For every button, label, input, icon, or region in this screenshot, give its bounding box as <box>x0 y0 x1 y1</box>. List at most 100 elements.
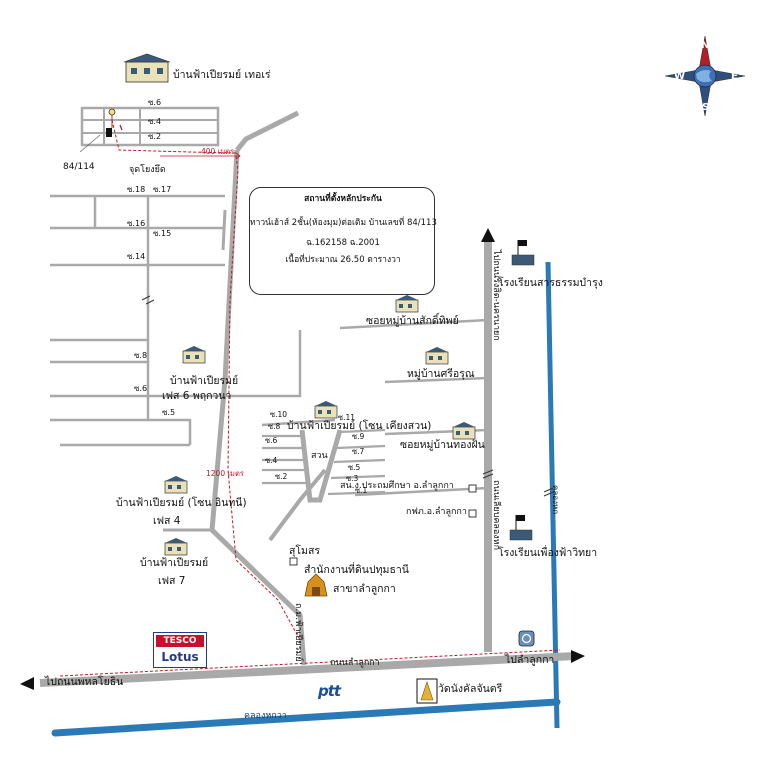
canal-bottom <box>51 698 561 737</box>
soi-label: ซ.6 <box>134 384 148 393</box>
soi-label: ซ.14 <box>127 252 146 261</box>
main-road-lamlukka <box>39 652 576 687</box>
phase-green-label: บ้านฟ้าเปียรมย์ (โซน เคียงสวน) <box>287 420 432 432</box>
lotus-logo-text: Lotus <box>161 650 199 664</box>
soi-label: ซ.9 <box>352 432 365 441</box>
house-number-label: 84/114 <box>63 162 95 172</box>
arrow-north <box>481 228 495 242</box>
road-lamlukka-label: ถนนลำลูกกา <box>330 658 380 668</box>
route-path <box>59 119 561 677</box>
temple-label: วัดนังคัลจันตรี <box>438 683 503 695</box>
house-icon <box>164 538 188 556</box>
compass-s: S <box>702 102 710 113</box>
soi-label: ซ.6 <box>265 436 278 445</box>
house-icon <box>123 53 171 83</box>
info-line-1: ทาวน์เฮ้าส์ 2ชั้น(ห้องมุม)ต่อเติม บ้านเล… <box>250 218 437 228</box>
terrace-grid <box>80 106 220 147</box>
to-phahonyothin-label: ไปถนนพหลโยธิน <box>45 676 124 688</box>
school-flag-icon <box>509 515 533 541</box>
soi-label: ซ.3 <box>346 474 359 483</box>
soi-label: ซ.16 <box>127 219 146 228</box>
village-sri-label: หมู่บ้านศรีอรุณ <box>407 368 475 380</box>
soi-label: ซ.4 <box>148 117 162 126</box>
phase4-label-line2: เฟส 4 <box>153 515 181 527</box>
road-fahpiarom-label: ถ.ม.ฟ้าเปียรมย์ <box>293 603 303 662</box>
location-marker <box>106 128 112 137</box>
school-icons <box>509 240 535 541</box>
soi-label: ซ.5 <box>162 408 176 417</box>
house-icon <box>164 476 188 494</box>
info-title: สถานที่ตั้งหลักประกัน <box>304 194 382 204</box>
soi-label: ซ.1 <box>355 486 368 495</box>
phase6-label-line1: บ้านฟ้าเปียรมย์ <box>170 375 239 387</box>
soi-label: ซ.15 <box>153 229 172 238</box>
info-line-2: ฉ.162158 ฉ.2001 <box>306 238 380 248</box>
canal-vertical-label: คลองหก <box>551 485 560 515</box>
house-icon <box>314 401 338 419</box>
house-icon <box>452 422 476 440</box>
soi-label: ซ.7 <box>352 447 365 456</box>
phase4-label-line1: บ้านฟ้าเปียรมย์ (โซน อินทนี) <box>116 497 247 509</box>
meeting-point-label: จุดโยงยึด <box>129 165 166 175</box>
break-mark-canal <box>543 487 554 497</box>
road-arrows <box>20 228 585 690</box>
phase6-label-line2: เฟส 6 พฤกวนา <box>162 390 232 402</box>
pin-icon <box>108 108 116 116</box>
village-thongfun-label: ซอยหมู่บ้านทองฝัน <box>400 439 485 451</box>
office-icon <box>468 484 477 493</box>
collateral-info-box: สถานที่ตั้งหลักประกัน ทาวน์เฮ้าส์ 2ชั้น(… <box>249 187 437 295</box>
soi-label: ซ.17 <box>153 185 172 194</box>
compass-icon <box>664 35 746 117</box>
road-west-spine <box>221 209 227 251</box>
soi-label: ซ.10 <box>270 410 288 419</box>
education-office-label: สน.ง.ประถมศึกษา อ.ลำลูกกา <box>340 481 454 491</box>
to-rangsit-label: ไปถนนรังสิต-นครนายก <box>491 250 501 341</box>
road-to-east <box>268 468 327 542</box>
break-mark-east <box>482 469 494 479</box>
phase7-label-line1: บ้านฟ้าเปียรมย์ <box>140 557 209 569</box>
sumosorn-label: สุโมสร <box>289 545 321 557</box>
house-icon <box>182 346 206 364</box>
school-top-label: โรงเรียนสารธรรมบำรุง <box>498 277 603 289</box>
roads <box>39 106 576 687</box>
school-bottom-label: โรงเรียนเพื่องฟ้าวิทยา <box>498 547 598 559</box>
arrow-west <box>20 677 34 690</box>
park-label: สวน <box>311 451 328 461</box>
land-office-icon <box>304 573 328 597</box>
pea-office-label: กฟภ.อ.ลำลูกกา <box>406 507 467 517</box>
soi-label: ซ.11 <box>338 413 356 422</box>
village-saksit-label: ซอยหมู่บ้านสักดิ์ทิพย์ <box>366 315 459 327</box>
office-icon <box>289 557 298 566</box>
compass-n: N <box>701 40 710 51</box>
ptt-logo: ptt <box>318 682 341 700</box>
gas-station-icon <box>518 630 535 647</box>
distance-400-label: 400 เมตร <box>201 147 235 156</box>
school-flag-icon <box>511 240 535 266</box>
label-pointer <box>79 134 101 153</box>
office-icon <box>468 509 477 518</box>
distance-1200-label: 1200 เมตร <box>206 469 244 478</box>
soi-label: ซ.18 <box>127 185 146 194</box>
tesco-lotus-logo: TESCO Lotus <box>153 632 207 668</box>
land-office-label-line1: สำนักงานที่ดินปทุมธานี <box>304 564 409 576</box>
road-diagonal-top <box>235 110 300 152</box>
phase7-label-line2: เฟส 7 <box>158 575 186 587</box>
soi-label: ซ.4 <box>265 456 278 465</box>
compass-w: W <box>674 71 686 82</box>
compass-e: E <box>731 71 738 82</box>
soi-label: ซ.2 <box>275 472 288 481</box>
info-line-3: เนื้อที่ประมาณ 26.50 ตารางวา <box>285 255 401 265</box>
soi-label: ซ.2 <box>148 132 162 141</box>
temple-icon <box>416 678 438 704</box>
soi-label: ซ.8 <box>268 422 281 431</box>
house-icon <box>425 347 449 365</box>
canal-bottom-label: คลองหกวา <box>244 711 287 721</box>
phase-terrace-label: บ้านฟ้าเปียรมย์ เทอเร่ <box>173 69 271 81</box>
house-icons <box>123 53 476 556</box>
arrow-east <box>571 650 585 663</box>
soi-label: ซ.8 <box>134 351 148 360</box>
soi-label: ซ.5 <box>348 463 361 472</box>
land-office-label-line2: สาขาลำลูกกา <box>333 583 396 595</box>
